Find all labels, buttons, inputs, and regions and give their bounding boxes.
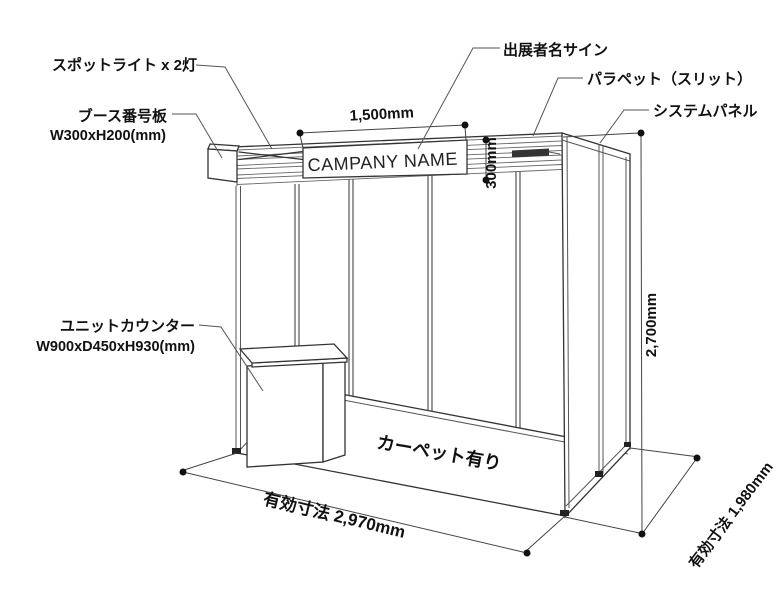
right-wall-foot-back: [624, 442, 631, 447]
leader-spotlight: [195, 64, 273, 150]
right-wall: [560, 132, 631, 519]
dim-2700-extension: [562, 132, 640, 138]
label-unit-counter: ユニットカウンター: [60, 318, 195, 335]
dimension-dots: [179, 121, 701, 557]
spotlight-right-arm: [548, 151, 561, 155]
label-unit-counter-size: W900xD450xH930(mm): [36, 339, 195, 355]
booth-number-board-face: [207, 148, 238, 183]
leader-exhibitor-sign: [417, 47, 500, 150]
label-carpet: カーペット有り: [375, 431, 503, 474]
leader-unit-counter: [198, 324, 264, 392]
front-left-post-lines: [235, 186, 241, 453]
unit-counter: [238, 343, 349, 468]
dim-1980-extensions: [564, 447, 700, 535]
spotlight-right-icon: [512, 148, 549, 158]
counter-side-face: [322, 357, 346, 463]
dim-label-300: 300mm: [483, 137, 500, 189]
label-booth-number: ブース番号板: [78, 107, 168, 125]
right-wall-mid-post: [598, 144, 604, 477]
dim-label-1500: 1,500mm: [349, 104, 414, 124]
leader-lines: [172, 47, 649, 392]
label-exhibitor-sign: 出展者名サイン: [503, 41, 608, 59]
parapet-top-edge: [232, 132, 563, 148]
dimension-lines: [179, 121, 701, 557]
back-wall-posts: [294, 171, 521, 428]
front-left-post: [232, 186, 241, 454]
leader-parapet: [532, 77, 583, 137]
dim-1980-line: [641, 457, 698, 535]
right-wall-foot-mid: [595, 471, 603, 477]
counter-top-face: [238, 343, 349, 364]
spotlight-left-icon: [238, 150, 304, 161]
label-parapet: パラペット（スリット）: [587, 70, 752, 88]
right-wall-front-inner-edge: [566, 136, 570, 509]
label-system-panel: システムパネル: [653, 103, 758, 120]
dim-2700-line: [640, 132, 643, 535]
back-post-2: [348, 177, 354, 396]
sign-board-panel: [302, 139, 468, 179]
spotlights: [238, 148, 561, 161]
dim-label-2970: 有効寸法 2,970mm: [261, 488, 407, 541]
dim-2970-line: [182, 471, 528, 554]
dim-2970-extensions: [180, 452, 566, 553]
front-left-post-foot: [232, 448, 241, 454]
label-booth-number-size: W300xH200(mm): [50, 128, 166, 144]
right-wall-top-rail: [561, 139, 631, 162]
label-spotlight: スポットライト x 2灯: [52, 56, 197, 74]
leader-booth-number: [172, 113, 223, 159]
back-post-4: [515, 171, 521, 428]
booth-number-board: [207, 143, 240, 183]
dim-1500-extensions: [299, 126, 467, 149]
dim-label-2700: 2,700mm: [643, 293, 660, 357]
exhibitor-sign-board: CAMPANY NAME: [302, 139, 468, 179]
leader-system-panel: [599, 109, 649, 144]
right-wall-foot-front: [560, 510, 569, 516]
dim-1500-line: [299, 124, 466, 134]
counter-front-face: [246, 361, 324, 468]
right-wall-panel: [561, 132, 631, 519]
back-post-3: [427, 175, 433, 411]
dim-label-1980: 有効寸法 1,980mm: [685, 458, 777, 571]
